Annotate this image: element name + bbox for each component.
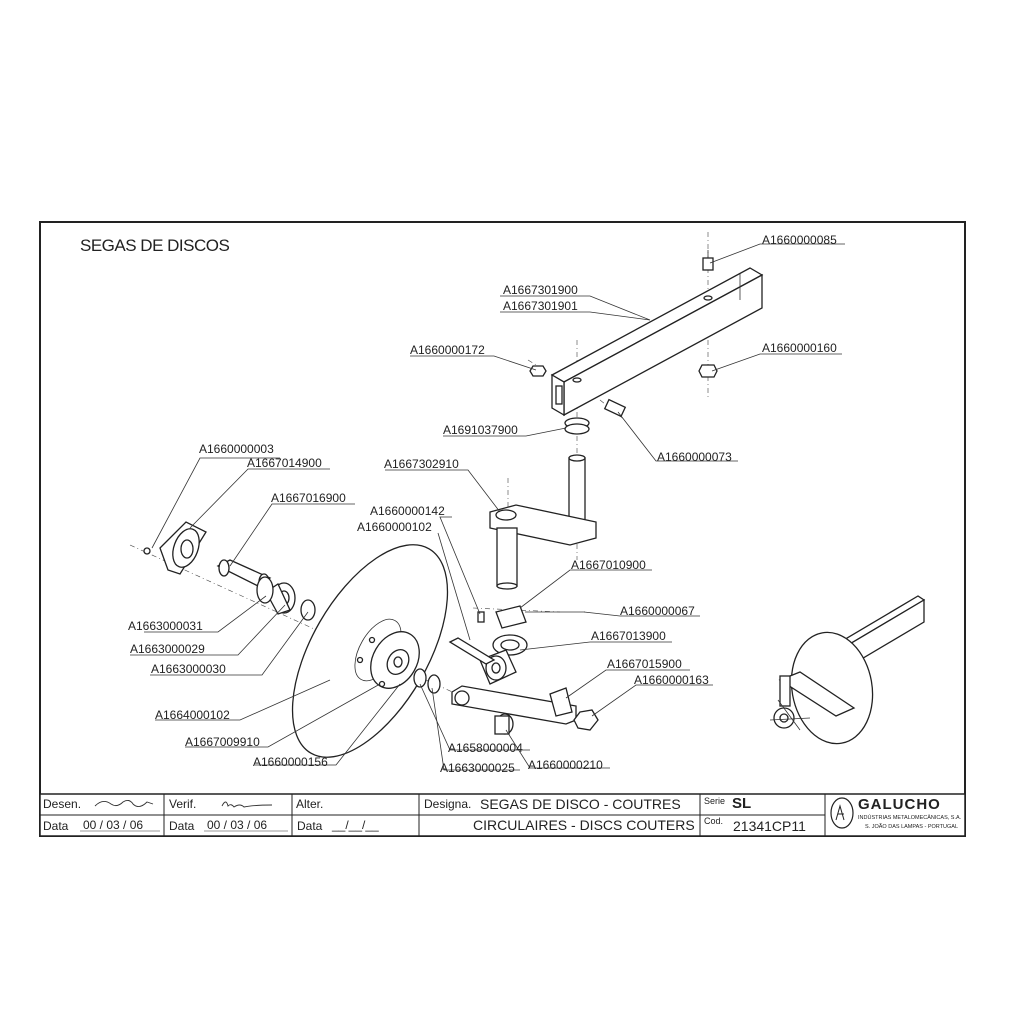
part-label: A1660000067	[620, 604, 695, 618]
nut-172	[529, 365, 547, 377]
designation-line-2: CIRCULAIRES - DISCS COUTERS	[473, 817, 695, 833]
part-label: A1663000029	[130, 642, 205, 656]
company-logo: GALUCHO INDÚSTRIAS METALOMECÂNICAS, S.A.…	[830, 796, 962, 830]
part-label: A1660000085	[762, 233, 837, 247]
desen-label: Desen.	[43, 797, 81, 811]
part-label: A1691037900	[443, 423, 518, 437]
title-block: Desen. Data 00 / 03 / 06 Verif. Data 00 …	[39, 793, 966, 837]
part-label: A1663000031	[128, 619, 203, 633]
part-label: A1660000172	[410, 343, 485, 357]
designation-line-1: SEGAS DE DISCO - COUTRES	[480, 796, 681, 812]
desen-date: 00 / 03 / 06	[83, 818, 143, 832]
part-label: A1663000030	[151, 662, 226, 676]
part-label: A1660000073	[657, 450, 732, 464]
serie-value: SL	[732, 795, 751, 812]
hub-bracket	[479, 605, 528, 685]
disc-hub	[356, 631, 420, 689]
part-label: A1660000003	[199, 442, 274, 456]
part-label: A1660000142	[370, 504, 445, 518]
part-label: A1664000102	[155, 708, 230, 722]
part-label: A1667302910	[384, 457, 459, 471]
spacer-210	[494, 713, 514, 735]
part-label: A1660000163	[634, 673, 709, 687]
alter-date: __/__/__	[331, 818, 379, 832]
part-label: A1660000210	[528, 758, 603, 772]
part-label: A1667009910	[185, 735, 260, 749]
top-bolt	[702, 250, 714, 271]
verif-label: Verif.	[169, 797, 196, 811]
serie-label: Serie	[704, 796, 725, 806]
crank-arm	[489, 504, 597, 590]
data-label-desen: Data	[43, 819, 69, 833]
bushing-ring	[564, 417, 590, 435]
desen-signature	[94, 799, 154, 807]
part-label: A1667016900	[271, 491, 346, 505]
assembled-view	[769, 595, 926, 745]
main-beam	[550, 267, 764, 417]
part-label: A1663000025	[440, 761, 515, 775]
cod-label: Cod.	[704, 816, 723, 826]
company-name: GALUCHO	[858, 796, 941, 813]
designa-label: Designa.	[424, 797, 471, 811]
small-bolt	[477, 611, 485, 623]
part-label: A1667301901	[503, 299, 578, 313]
verif-signature	[221, 801, 273, 808]
bearing-ring	[265, 582, 296, 615]
part-label: A1667010900	[571, 558, 646, 572]
swing-arm	[451, 685, 577, 725]
hub-flange	[143, 521, 207, 575]
part-label: A1658000004	[448, 741, 523, 755]
axle-spacers	[413, 668, 441, 694]
drawing-heading: SEGAS DE DISCOS	[80, 236, 229, 255]
company-location: S. JOÃO DAS LAMPAS - PORTUGAL	[865, 823, 958, 830]
part-label: A1660000102	[357, 520, 432, 534]
nut-163	[573, 709, 599, 731]
alter-label: Alter.	[296, 797, 323, 811]
data-label-alter: Data	[297, 819, 323, 833]
seal-ring	[256, 576, 274, 604]
part-labels: A1660000085 A1667301900 A1667301901 A166…	[128, 233, 837, 775]
data-label-verif: Data	[169, 819, 195, 833]
washer-ring	[300, 599, 316, 621]
part-label: A1667014900	[247, 456, 322, 470]
part-label: A1660000156	[253, 755, 328, 769]
part-label: A1667013900	[591, 629, 666, 643]
side-bolt	[603, 398, 627, 418]
part-label: A1667015900	[607, 657, 682, 671]
company-subtitle: INDÚSTRIAS METALOMECÂNICAS, S.A.	[858, 814, 962, 821]
long-bolt	[448, 637, 496, 665]
part-label: A1660000160	[762, 341, 837, 355]
part-label: A1667301900	[503, 283, 578, 297]
verif-date: 00 / 03 / 06	[207, 818, 267, 832]
leader-lines	[130, 243, 845, 771]
cod-value: 21341CP11	[733, 818, 806, 834]
nut-160	[698, 364, 718, 378]
part-geometry	[129, 232, 926, 758]
